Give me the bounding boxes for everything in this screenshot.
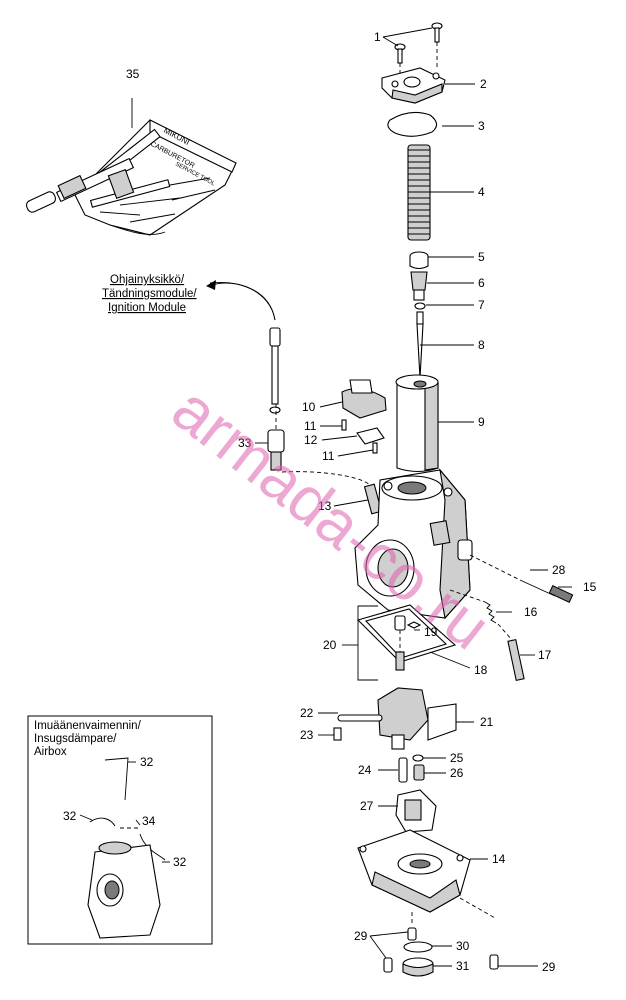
air-screw — [281, 471, 383, 515]
slide-plate — [356, 427, 385, 445]
callout-11-upper: 11 — [304, 419, 317, 433]
callout-1: 1 — [374, 30, 381, 44]
callout-8: 8 — [478, 338, 485, 352]
callout-25: 25 — [450, 751, 464, 765]
ignition-module-label-1: Ohjainyksikkö/ — [110, 274, 185, 286]
pilot-jet — [398, 757, 408, 783]
bowl-screws — [383, 927, 499, 973]
callout-24: 24 — [358, 763, 372, 777]
carburetor-cap — [381, 67, 446, 104]
callout-32-top: 32 — [140, 755, 154, 769]
float-bowl — [357, 829, 496, 926]
needle-clip — [414, 302, 426, 310]
callout-9: 9 — [478, 415, 485, 429]
callout-34: 34 — [142, 814, 156, 828]
idle-adjust-screw — [497, 623, 525, 682]
callout-16: 16 — [524, 605, 538, 619]
throttle-spring — [407, 144, 431, 241]
callout-4: 4 — [478, 185, 485, 199]
cap-gasket — [387, 111, 438, 137]
drain-plug-gasket — [403, 941, 433, 953]
bracket-20 — [357, 605, 378, 681]
callout-32-right: 32 — [173, 855, 187, 869]
callout-numbers: 1 2 3 4 5 6 7 8 9 10 11 12 11 33 13 28 1… — [63, 30, 597, 974]
callout-6: 6 — [478, 276, 485, 290]
callout-11-lower: 11 — [322, 449, 335, 463]
drain-plug — [402, 957, 434, 977]
float-pin — [337, 714, 383, 722]
valve-seat — [406, 621, 422, 629]
choke-assembly — [469, 554, 574, 603]
callout-22: 22 — [300, 706, 314, 720]
callout-15: 15 — [583, 580, 597, 594]
ignition-module-arrowhead — [206, 280, 216, 290]
callout-23: 23 — [300, 728, 314, 742]
main-jet — [413, 764, 425, 781]
callout-5: 5 — [478, 250, 485, 264]
jet-washer — [412, 754, 424, 762]
callout-10: 10 — [302, 400, 316, 414]
float — [377, 687, 457, 750]
ignition-module-label-2: Tändningsmodule/ — [102, 288, 197, 300]
callout-31: 31 — [456, 959, 470, 973]
callout-7: 7 — [478, 298, 485, 312]
jet-needle — [416, 311, 424, 379]
callout-18: 18 — [474, 663, 488, 677]
airbox-label-1: Imuäänenvaimennin/ — [34, 720, 142, 732]
callout-13: 13 — [318, 499, 332, 513]
callout-27: 27 — [360, 799, 374, 813]
top-screws — [394, 22, 443, 80]
throttle-slide — [395, 374, 439, 473]
ignition-module-arrow — [211, 282, 276, 321]
callout-3: 3 — [478, 119, 485, 133]
callout-19: 19 — [424, 625, 438, 639]
callout-12: 12 — [304, 433, 318, 447]
callout-2: 2 — [480, 77, 487, 91]
callout-14: 14 — [492, 852, 506, 866]
service-tool-kit: MIKUNI CARBURETOR SERVICE TOOL — [25, 119, 237, 236]
airbox-label-3: Airbox — [34, 746, 67, 758]
callout-17: 17 — [538, 648, 552, 662]
callout-35: 35 — [126, 67, 140, 81]
callout-28: 28 — [552, 563, 566, 577]
callout-29-left: 29 — [354, 929, 368, 943]
baffle — [395, 789, 437, 833]
airbox-label-2: Insugsdämpare/ — [34, 733, 117, 745]
callout-21: 21 — [480, 715, 494, 729]
idle-adjust-spring — [449, 589, 497, 624]
callout-32-left: 32 — [63, 809, 77, 823]
airbox-inset — [27, 715, 213, 945]
throttle-cable-plate — [341, 379, 387, 419]
carburetor-body — [354, 468, 473, 620]
ignition-module-label-3: Ignition Module — [108, 302, 186, 314]
callout-20: 20 — [323, 638, 337, 652]
plate-screws — [341, 419, 378, 454]
float-bowl-gasket — [356, 604, 457, 663]
needle-holder — [410, 271, 428, 301]
callout-26: 26 — [450, 766, 464, 780]
callout-33: 33 — [238, 436, 252, 450]
spring-seat — [409, 251, 429, 270]
callout-30: 30 — [456, 939, 470, 953]
needle-valve — [394, 615, 406, 671]
callout-29-right: 29 — [542, 960, 556, 974]
pin-screw — [333, 727, 342, 741]
leader-lines — [79, 27, 572, 967]
